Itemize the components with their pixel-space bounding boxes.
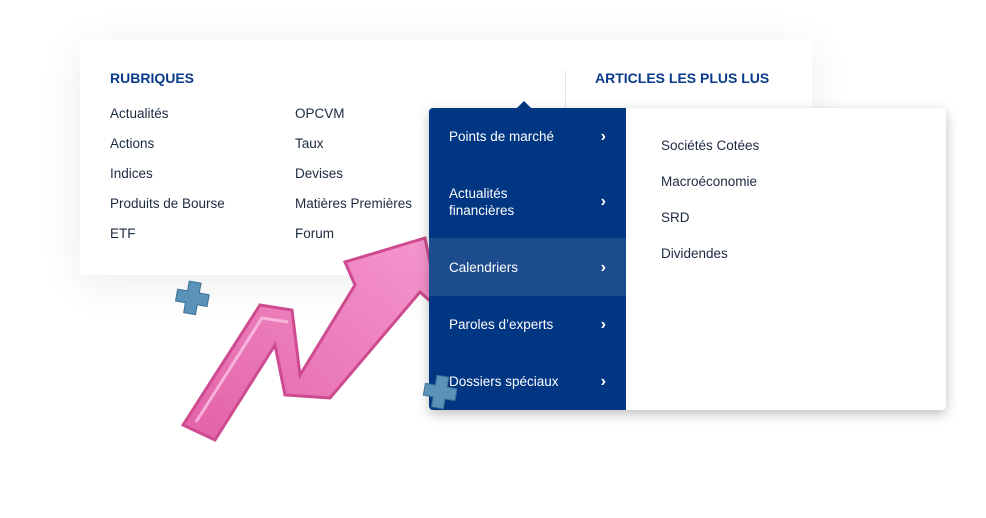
chevron-right-icon: ›: [600, 373, 606, 390]
menu-item-label: Points de marché: [449, 129, 555, 144]
dropdown-menu: Points de marché › Actualités financières…: [429, 108, 946, 410]
submenu-link-srd[interactable]: SRD: [661, 210, 690, 225]
rubrique-link-forum[interactable]: Forum: [295, 226, 335, 241]
menu-categories: Points de marché › Actualités financières…: [429, 108, 626, 410]
menu-item-label: Paroles d’experts: [449, 317, 554, 332]
rubrique-link-actions[interactable]: Actions: [110, 136, 155, 151]
chevron-right-icon: ›: [600, 316, 606, 333]
chevron-right-icon: ›: [600, 128, 606, 145]
rubrique-link-produits[interactable]: Produits de Bourse: [110, 196, 225, 211]
menu-caret: [517, 101, 531, 108]
menu-item-points-de-marche[interactable]: Points de marché ›: [429, 108, 626, 165]
rubrique-link-matieres[interactable]: Matières Premières: [295, 196, 413, 211]
plus-icon: [174, 280, 458, 410]
rubrique-link-indices[interactable]: Indices: [110, 166, 153, 181]
chevron-right-icon: ›: [600, 258, 606, 276]
rubrique-link-opcvm[interactable]: OPCVM: [295, 106, 345, 121]
menu-item-paroles-experts[interactable]: Paroles d’experts ›: [429, 296, 626, 353]
submenu-link-societes-cotees[interactable]: Sociétés Cotées: [661, 138, 760, 153]
rubrique-link-actualites[interactable]: Actualités: [110, 106, 169, 121]
articles-heading: ARTICLES LES PLUS LUS: [595, 70, 770, 86]
menu-item-label: Actualités financières: [449, 185, 515, 218]
chevron-right-icon: ›: [600, 193, 606, 210]
menu-item-label: Calendriers: [449, 259, 519, 275]
rubriques-heading: RUBRIQUES: [110, 70, 195, 86]
menu-item-calendriers[interactable]: Calendriers ›: [429, 238, 626, 296]
submenu-link-macroeconomie[interactable]: Macroéconomie: [661, 174, 758, 189]
submenu-link-dividendes[interactable]: Dividendes: [661, 246, 728, 261]
menu-item-dossiers-speciaux[interactable]: Dossiers spéciaux ›: [429, 353, 626, 410]
rubrique-link-devises[interactable]: Devises: [295, 166, 344, 181]
menu-item-label: Dossiers spéciaux: [449, 374, 559, 389]
rubrique-link-etf[interactable]: ETF: [110, 226, 136, 241]
menu-item-actualites-financieres[interactable]: Actualités financières ›: [429, 165, 626, 238]
rubrique-link-taux[interactable]: Taux: [295, 136, 324, 151]
column-divider: [565, 70, 566, 110]
